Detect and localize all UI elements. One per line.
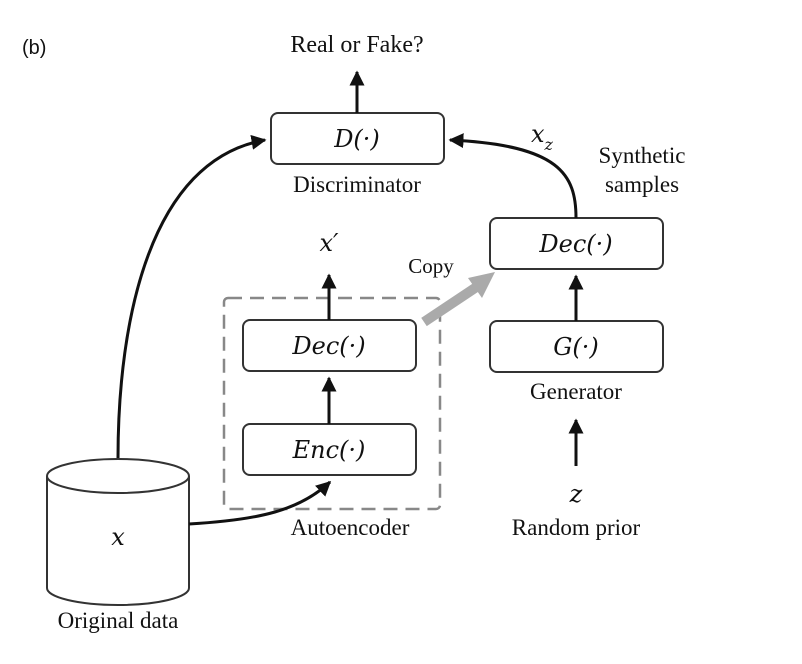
prior-var: z <box>569 480 583 508</box>
autoencoder-container <box>222 296 442 511</box>
ae-encoder-func: Enc(·) <box>292 436 366 464</box>
generator-func: G(·) <box>553 333 599 361</box>
data-var: x <box>111 523 125 551</box>
autoencoder-label: Autoencoder <box>291 515 410 540</box>
data-label: Original data <box>58 608 179 633</box>
prior-label: Random prior <box>512 515 641 540</box>
discriminator-func: D(·) <box>333 125 380 153</box>
synthetic-label-line1: Synthetic <box>599 143 686 168</box>
ae-decoder-func: Dec(·) <box>291 332 365 360</box>
discriminator-label: Discriminator <box>293 172 421 197</box>
original-data-cylinder <box>46 458 190 606</box>
arrow-data-to-disc <box>116 134 267 459</box>
panel-label: (b) <box>22 37 46 59</box>
synthetic-var: xz <box>531 120 554 154</box>
copy-label: Copy <box>408 254 454 278</box>
generator-label: Generator <box>530 379 622 404</box>
arrow-data-to-encoder <box>188 480 332 526</box>
question-title: Real or Fake? <box>290 32 423 58</box>
ae-output-var: x′ <box>320 229 340 257</box>
synthetic-label-line2: samples <box>605 172 679 197</box>
gen-decoder-func: Dec(·) <box>538 230 612 258</box>
arrow-synthetic-to-disc <box>448 133 578 219</box>
copy-arrow-shaft <box>421 281 481 327</box>
copy-arrow-head <box>468 272 495 298</box>
